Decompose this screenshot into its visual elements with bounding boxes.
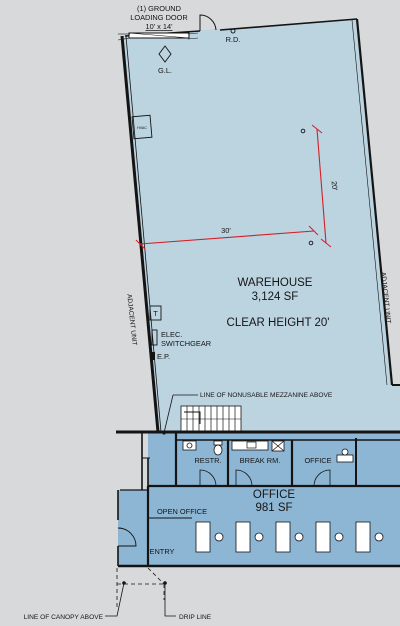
loading-door-label-line2: LOADING DOOR — [130, 13, 188, 22]
electrical-panel-box[interactable] — [152, 352, 155, 360]
stairs[interactable] — [180, 405, 242, 433]
break-room-door-swing[interactable] — [235, 469, 253, 487]
loading-door[interactable] — [117, 32, 199, 41]
dimension-horizontal-30ft: 30' — [221, 226, 231, 235]
adjacent-wall-stubs — [116, 430, 150, 491]
office-desk — [336, 448, 354, 463]
roof-drain-label: R.D. — [226, 35, 241, 44]
break-room-fixtures — [231, 440, 285, 452]
hvac-label: HVAC — [137, 126, 147, 130]
warehouse-clear-height: CLEAR HEIGHT 20' — [227, 317, 330, 329]
workstation — [275, 521, 304, 553]
dimension-vertical-20ft: 20' — [330, 181, 340, 192]
workstation — [315, 521, 344, 553]
workstation — [235, 521, 264, 553]
office-area[interactable] — [148, 432, 400, 566]
elec-switchgear-label-line1: ELEC. — [161, 330, 182, 339]
entry-label: ENTRY — [150, 547, 175, 556]
office-name: OFFICE — [253, 489, 295, 501]
office-area-label: 981 SF — [255, 502, 292, 514]
transformer-box[interactable] — [149, 305, 162, 321]
workstation — [355, 521, 384, 553]
electrical-panel-label: E.P. — [157, 352, 170, 361]
drip-line-note: DRIP LINE — [179, 614, 212, 621]
elec-switchgear-label-line2: SWITCHGEAR — [161, 339, 211, 348]
grade-level-diamond-icon — [158, 45, 172, 63]
restroom-label: RESTR. — [194, 456, 221, 465]
warehouse-area[interactable] — [122, 19, 400, 432]
mezzanine-leader-line — [163, 394, 174, 434]
break-room-label: BREAK RM. — [240, 456, 281, 465]
column-marker — [308, 240, 314, 246]
grade-level-label: G.L. — [158, 66, 172, 75]
column-marker — [300, 128, 306, 134]
mezzanine-note: LINE OF NONUSABLE MEZZANINE ABOVE — [200, 392, 333, 399]
elec-switchgear-box[interactable] — [151, 329, 158, 346]
restroom-fixtures — [182, 440, 223, 456]
canopy-leader-line — [105, 582, 125, 617]
drip-line-leader — [164, 583, 176, 617]
warehouse-name: WAREHOUSE — [238, 277, 313, 289]
transformer-label: T — [153, 309, 158, 318]
office-walls — [116, 430, 400, 568]
office-door-swing[interactable] — [313, 469, 331, 487]
hvac-unit[interactable] — [131, 114, 153, 140]
workstations — [195, 521, 384, 553]
entry-door-swing[interactable] — [117, 527, 137, 547]
open-office-label: OPEN OFFICE — [157, 507, 207, 516]
warehouse-area-label: 3,124 SF — [252, 291, 299, 303]
loading-door-size: 10' x 14' — [145, 22, 173, 31]
column-dimensions: 30' 20' — [135, 124, 340, 250]
canopy-note: LINE OF CANOPY ABOVE — [24, 614, 104, 621]
office-small-label: OFFICE — [304, 456, 331, 465]
restroom-door-swing[interactable] — [199, 469, 217, 487]
loading-door-label-line1: (1) GROUND — [137, 4, 181, 13]
side-door-swing[interactable] — [199, 14, 217, 31]
workstation — [195, 521, 224, 553]
entry-vestibule-floor — [118, 490, 148, 566]
roof-drain-icon — [230, 28, 236, 34]
